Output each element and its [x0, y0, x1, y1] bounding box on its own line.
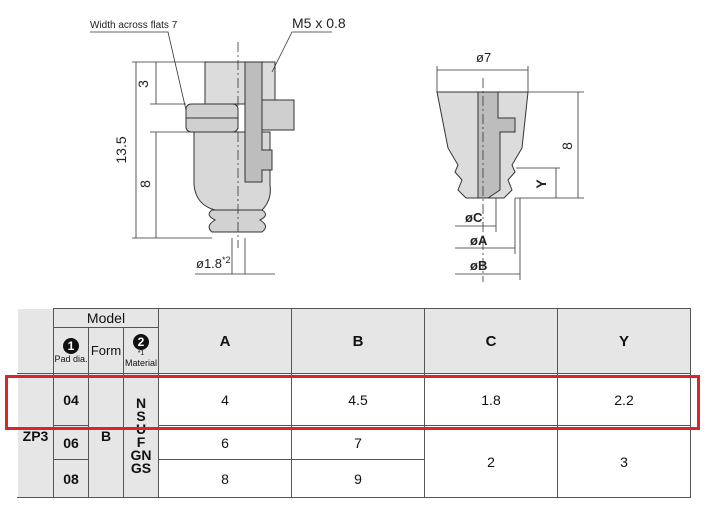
series-cell: ZP3	[17, 373, 54, 498]
dim-13-5: 13.5	[113, 136, 129, 163]
shared-c: 2	[424, 425, 558, 498]
pad-dia-label: Pad dia.	[54, 354, 88, 364]
material-s: S	[136, 407, 146, 424]
row04-c: 1.8	[424, 373, 558, 426]
row04-y: 2.2	[557, 373, 691, 426]
technical-drawing: Width across flats 7 M5 x 0.8 3 13.5 8 ø…	[90, 15, 584, 282]
row06-a: 6	[158, 425, 292, 460]
model-header: Model	[53, 308, 159, 328]
dim-dia-7: ø7	[476, 50, 491, 65]
row06-b: 7	[291, 425, 425, 460]
header-c: C	[424, 308, 558, 374]
dim-b: øB	[470, 258, 487, 273]
number-1-icon: 1	[63, 338, 79, 354]
material-note: *1	[137, 350, 145, 357]
shared-y: 3	[557, 425, 691, 498]
label-flats: Width across flats 7	[90, 20, 178, 31]
header-b: B	[291, 308, 425, 374]
right-part-drawing	[436, 91, 529, 199]
dim-8: 8	[137, 180, 153, 188]
row08-a: 8	[158, 459, 292, 498]
form-header: Form	[88, 327, 124, 374]
dim-a: øA	[470, 233, 488, 248]
pad-06: 06	[53, 425, 89, 460]
pad-08: 08	[53, 459, 89, 498]
left-dimension-lines	[90, 31, 332, 275]
material-n: N	[135, 394, 147, 411]
right-dimension-lines	[436, 66, 584, 280]
pad-dia-header: 1 Pad dia.	[53, 327, 89, 374]
label-thread: M5 x 0.8	[292, 15, 346, 31]
dim-y: Y	[533, 179, 549, 189]
header-y: Y	[557, 308, 691, 374]
material-label: Material	[124, 358, 157, 368]
material-gn: GN	[130, 446, 152, 463]
dim-3: 3	[135, 80, 151, 88]
form-cell: B	[88, 373, 124, 498]
material-header: 2 *1 Material	[123, 327, 159, 374]
row04-b: 4.5	[291, 373, 425, 426]
row04-a: 4	[158, 373, 292, 426]
material-cell: N S U F GN GS	[123, 373, 159, 498]
corner-cell	[17, 308, 54, 374]
row08-b: 9	[291, 459, 425, 498]
dim-dia-1-8: ø1.8*2	[196, 255, 231, 271]
spec-table: Model A B C Y 1 Pad dia. Form 2 *1 Mater…	[17, 308, 691, 498]
material-f: F	[136, 433, 146, 450]
dim-8-right: 8	[559, 142, 575, 150]
header-a: A	[158, 308, 292, 374]
material-gs: GS	[130, 459, 152, 476]
dim-c: øC	[465, 210, 483, 225]
number-2-icon: 2	[133, 334, 149, 350]
pad-04: 04	[53, 373, 89, 426]
left-part-drawing	[185, 61, 295, 233]
